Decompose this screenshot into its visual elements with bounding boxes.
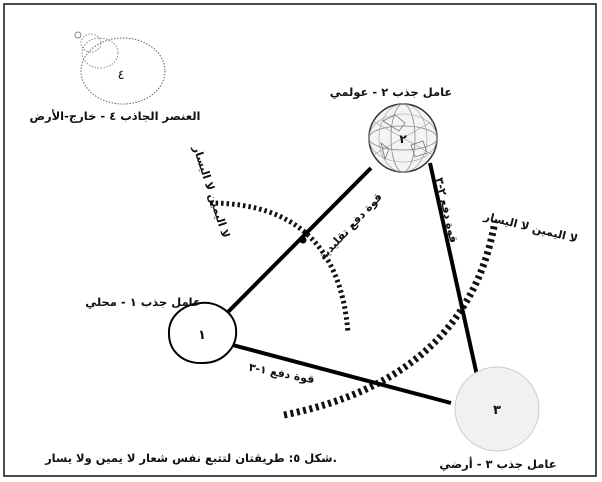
node-3-number: ٣	[493, 403, 501, 418]
edge-1-2-label: قوة دفع تقليدية	[316, 190, 385, 262]
node-3-label: عامل جذب ٣ - أرضي	[439, 456, 556, 471]
edge-1-2	[225, 168, 371, 315]
diagram-figure: ٤ ١ ٢ ٣ العنصر الجاذب ٤ - خارج-الأرض عام…	[3, 3, 597, 477]
edge-1-2-dot	[300, 237, 307, 244]
node-1-number: ١	[198, 328, 206, 343]
node-1-label: عامل جذب ١ - محلي	[85, 295, 201, 309]
node-4-number: ٤	[118, 68, 125, 83]
left-dashed-arc	[210, 203, 348, 333]
node-2-number: ٢	[399, 132, 407, 146]
figure-caption: شكل ٥: طريقتان لتتبع نفس شعار لا يمين ول…	[44, 451, 337, 466]
left-arc-label: لا اليمين لا اليسار	[190, 143, 232, 239]
node-2-label: عامل جذب ٢ - عولمي	[330, 85, 453, 100]
node-4-label: العنصر الجاذب ٤ - خارج-الأرض	[30, 109, 201, 124]
edge-2-3-label: قوة دفع ٢-٣	[433, 176, 461, 244]
